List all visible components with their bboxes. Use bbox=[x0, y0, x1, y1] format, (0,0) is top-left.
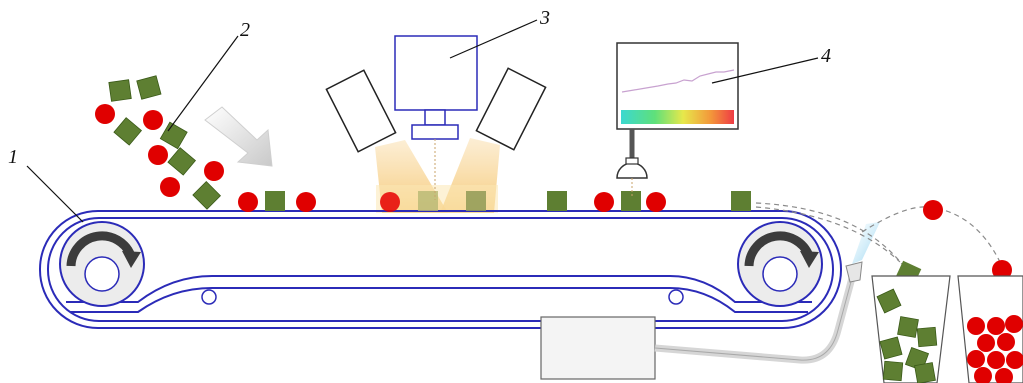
probe-collar bbox=[625, 157, 639, 165]
leader-4 bbox=[711, 57, 819, 84]
belt-inner bbox=[47, 217, 834, 322]
red-item bbox=[238, 192, 258, 212]
green-item bbox=[167, 147, 197, 176]
rotation-arrow-icon bbox=[66, 231, 136, 267]
conveyor-belt bbox=[39, 210, 842, 329]
green-item bbox=[621, 191, 641, 211]
red-item bbox=[646, 192, 666, 212]
left-pulley bbox=[59, 221, 145, 307]
green-item bbox=[547, 191, 567, 211]
green-item bbox=[108, 79, 132, 102]
green-trajectory-2 bbox=[755, 206, 901, 263]
green-item bbox=[265, 191, 285, 211]
spectrometer-probe bbox=[616, 162, 648, 179]
air-jet bbox=[852, 222, 880, 264]
red-item bbox=[987, 317, 1005, 335]
compressor-box bbox=[540, 316, 656, 380]
camera-body bbox=[394, 35, 478, 111]
idler-rollers bbox=[201, 289, 684, 305]
callout-spectrometer: 4 bbox=[821, 45, 831, 67]
belt-bottom-line bbox=[70, 287, 808, 313]
spectrometer bbox=[616, 42, 739, 196]
rotation-arrow-icon bbox=[744, 231, 814, 267]
green-bin-contents bbox=[876, 288, 938, 383]
green-item bbox=[897, 316, 919, 338]
belt-outer bbox=[39, 210, 842, 329]
green-item bbox=[192, 180, 222, 210]
belt-items bbox=[238, 191, 751, 212]
right-lamp bbox=[475, 67, 547, 151]
leader-2 bbox=[167, 35, 239, 132]
callout-camera: 3 bbox=[539, 7, 550, 29]
red-item bbox=[148, 145, 168, 165]
callout-feed: 2 bbox=[240, 19, 250, 41]
red-item bbox=[987, 351, 1005, 369]
red-item bbox=[95, 104, 115, 124]
leader-3 bbox=[449, 19, 538, 59]
green-item bbox=[159, 121, 188, 150]
green-item bbox=[882, 360, 904, 382]
spectrum-bar bbox=[621, 110, 734, 124]
leader-1 bbox=[26, 165, 84, 223]
green-item bbox=[876, 288, 902, 314]
air-ejector bbox=[540, 222, 880, 380]
green-item bbox=[466, 191, 486, 211]
falling-items bbox=[108, 75, 222, 210]
air-hose-outline bbox=[654, 277, 853, 361]
red-item bbox=[992, 260, 1012, 280]
red-item bbox=[143, 110, 163, 130]
green-item bbox=[879, 336, 903, 360]
red-item bbox=[977, 334, 995, 352]
green-item bbox=[418, 191, 438, 211]
red-item bbox=[967, 350, 985, 368]
red-item bbox=[204, 161, 224, 181]
green-item bbox=[916, 326, 938, 348]
red-item bbox=[995, 368, 1013, 383]
red-bin-contents bbox=[967, 315, 1023, 383]
green-item bbox=[914, 362, 936, 383]
red-item bbox=[974, 367, 992, 383]
callout-leaders bbox=[26, 19, 819, 223]
callout-belt: 1 bbox=[8, 146, 18, 168]
red-item bbox=[923, 200, 943, 220]
right-pulley bbox=[737, 221, 823, 307]
idler-roller bbox=[668, 289, 684, 305]
camera-neck bbox=[424, 109, 446, 126]
feed-direction-arrow-icon bbox=[204, 106, 273, 167]
rotation-arrowhead bbox=[122, 251, 141, 268]
green-item bbox=[136, 75, 162, 100]
left-lamp bbox=[325, 69, 397, 153]
red-item bbox=[296, 192, 316, 212]
belt-return-path bbox=[66, 275, 812, 303]
green-trajectory bbox=[755, 202, 906, 269]
green-item bbox=[731, 191, 751, 211]
air-nozzle bbox=[845, 261, 863, 283]
red-item bbox=[1005, 315, 1023, 333]
falling-red-items bbox=[95, 104, 224, 197]
green-item bbox=[113, 117, 143, 146]
camera bbox=[394, 35, 478, 140]
trajectories bbox=[755, 202, 1001, 269]
red-item bbox=[997, 333, 1015, 351]
spectrum-curve bbox=[621, 69, 735, 93]
red-trajectory bbox=[861, 206, 1001, 263]
red-item bbox=[380, 192, 400, 212]
rotation-arrowhead bbox=[800, 251, 819, 268]
red-item bbox=[594, 192, 614, 212]
red-item bbox=[1006, 351, 1023, 369]
red-item bbox=[967, 317, 985, 335]
side-lamps bbox=[325, 67, 547, 153]
red-item bbox=[160, 177, 180, 197]
camera-lens bbox=[411, 124, 459, 140]
idler-roller bbox=[201, 289, 217, 305]
